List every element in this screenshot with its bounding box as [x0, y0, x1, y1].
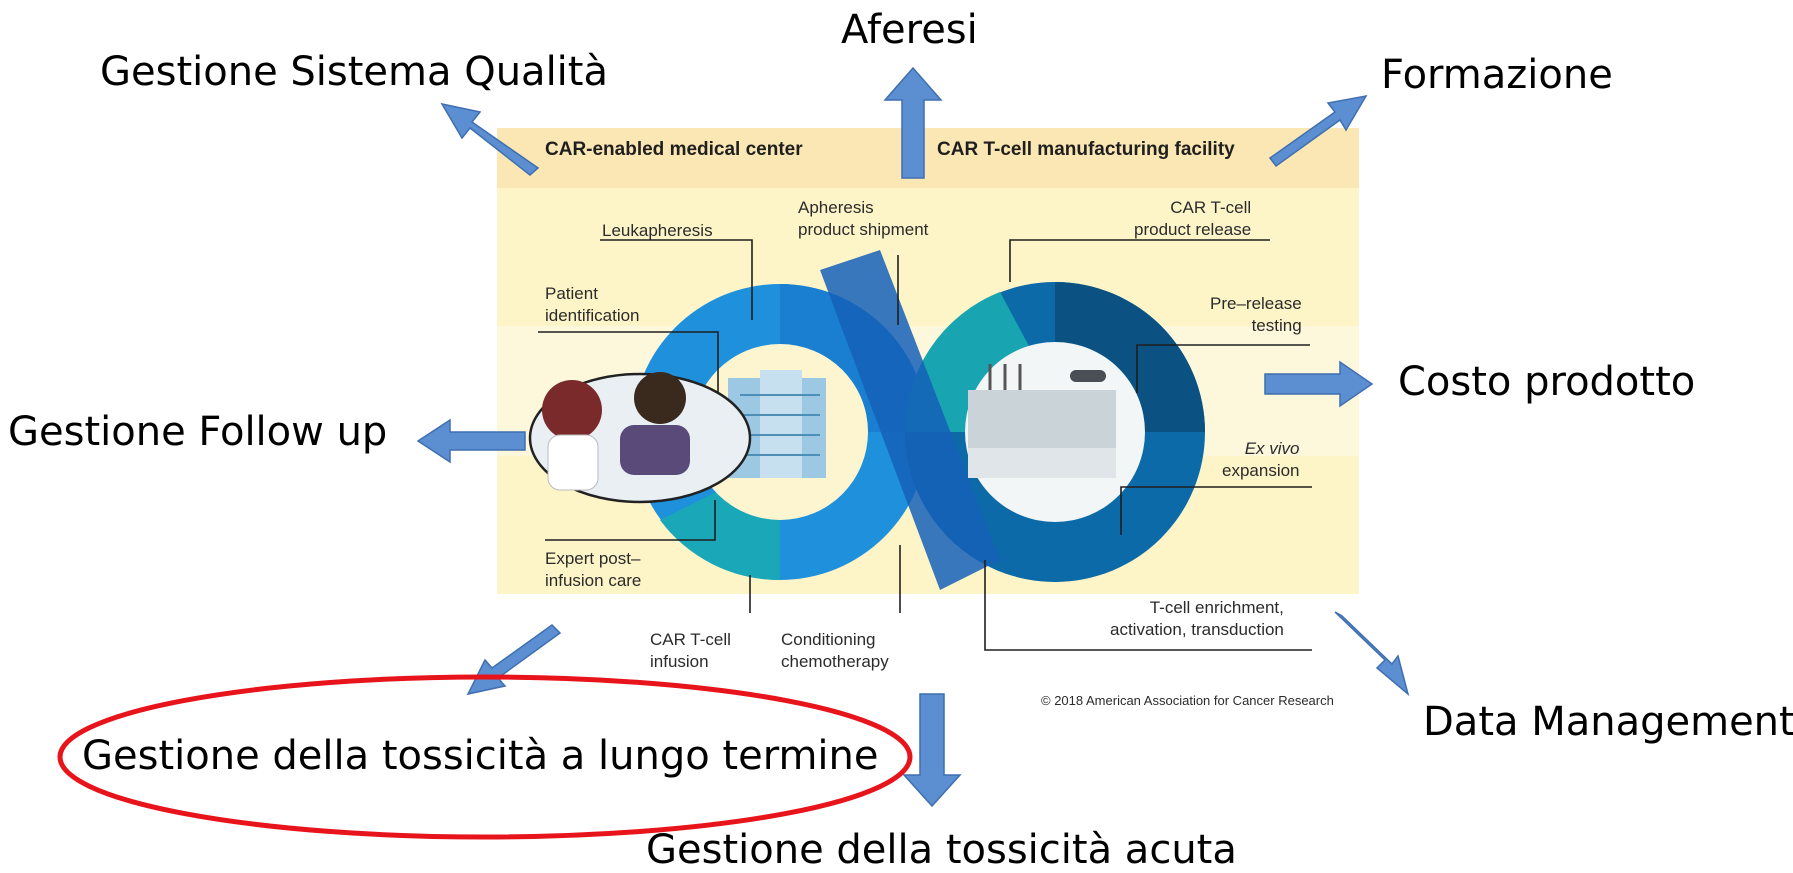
arrow-to-datamgmt: [1334, 611, 1410, 697]
arrow-to-tossicita-lungo: [466, 624, 562, 696]
arrow-up-aferesi: [883, 66, 943, 179]
label-tossicita-acuta: Gestione della tossicità acuta: [646, 827, 1237, 873]
step-expert-care: Expert post– infusion care: [545, 548, 641, 592]
step-product-release: CAR T-cell product release: [1134, 197, 1251, 241]
label-tossicita-lungo: Gestione della tossicità a lungo termine: [82, 733, 879, 779]
arrow-to-tossicita-acuta: [902, 693, 962, 808]
step-patient-line1: Patient: [545, 284, 598, 303]
step-patient-identification: Patient identification: [545, 283, 640, 327]
step-apheresis-line2: product shipment: [798, 220, 929, 240]
label-costo: Costo prodotto: [1398, 359, 1696, 405]
step-prerelease-testing: Pre–release testing: [1210, 293, 1302, 337]
highlight-ellipse: [57, 674, 913, 840]
step-apheresis-shipment: Apheresis product shipment: [798, 197, 928, 241]
label-qualita: Gestione Sistema Qualità: [100, 49, 608, 95]
callout-lines: [538, 239, 1312, 651]
header-band: [497, 128, 1359, 188]
step-enrichment: T-cell enrichment, activation, transduct…: [1110, 597, 1284, 641]
header-medical-center: CAR-enabled medical center: [545, 139, 803, 160]
step-enrichment-line1: T-cell enrichment,: [1149, 598, 1284, 617]
label-formazione: Formazione: [1381, 52, 1613, 98]
step-prerelease-line2: testing: [1251, 316, 1302, 336]
step-leukapheresis: Leukapheresis: [602, 221, 713, 240]
arrow-to-qualita: [440, 102, 540, 176]
step-release-line1: CAR T-cell: [1170, 198, 1252, 217]
step-exvivo-line2: expansion: [1222, 461, 1300, 481]
label-data-management: Data Management: [1423, 699, 1793, 745]
step-apheresis-line1: Apheresis: [798, 198, 874, 217]
step-patient-line2: identification: [545, 306, 640, 326]
step-exvivo-line1: Ex vivo: [1244, 439, 1300, 458]
arrow-to-followup: [416, 418, 526, 464]
band-upper: [497, 188, 1359, 326]
step-infusion-line2: infusion: [650, 652, 709, 672]
step-infusion-line1: CAR T-cell: [650, 630, 731, 649]
loop-crossover: [820, 250, 1000, 590]
lab-illustration: [968, 364, 1116, 478]
label-aferesi: Aferesi: [841, 7, 978, 53]
step-expert-line1: Expert post–: [545, 549, 641, 568]
header-manufacturing-facility: CAR T-cell manufacturing facility: [937, 139, 1235, 160]
arrow-to-costo: [1264, 360, 1374, 408]
step-release-line2: product release: [1134, 220, 1252, 240]
step-conditioning-line2: chemotherapy: [781, 652, 889, 672]
step-conditioning: Conditioning chemotherapy: [781, 629, 889, 673]
label-follow-up: Gestione Follow up: [8, 409, 388, 455]
step-expert-line2: infusion care: [545, 571, 642, 591]
step-cart-infusion: CAR T-cell infusion: [650, 629, 731, 673]
arrow-to-formazione: [1268, 94, 1368, 168]
step-exvivo-expansion: Ex vivo expansion: [1222, 438, 1300, 482]
step-conditioning-line1: Conditioning: [781, 630, 876, 649]
patient-illustration: [528, 372, 752, 504]
step-enrichment-line2: activation, transduction: [1110, 620, 1284, 640]
copyright: © 2018 American Association for Cancer R…: [1041, 693, 1334, 708]
step-prerelease-line1: Pre–release: [1210, 294, 1302, 313]
